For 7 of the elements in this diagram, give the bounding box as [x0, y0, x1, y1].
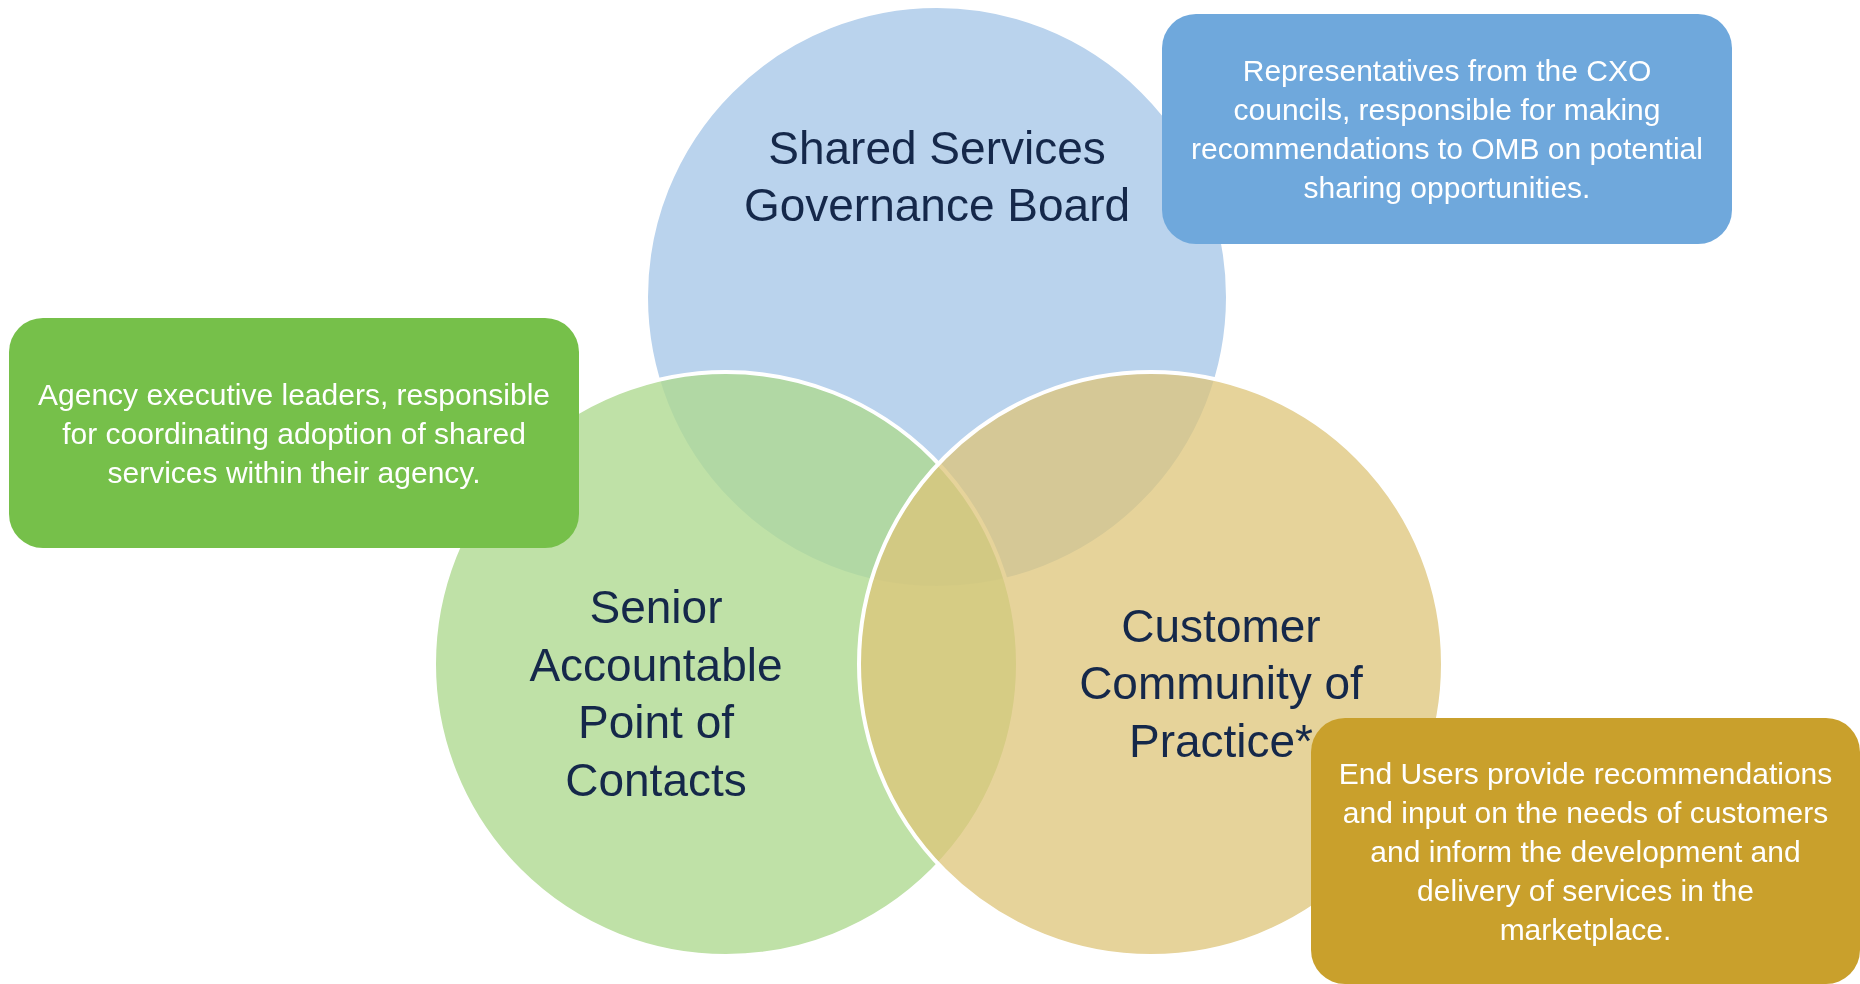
callout-box: [1162, 14, 1732, 244]
callout-text: Agency executive leaders, responsible for coordinating adoption of shared services within their agency.: [37, 376, 551, 491]
callout-box: [1311, 718, 1860, 984]
circle-label: Senior Accountable Point of Contacts: [528, 580, 784, 808]
callout-text: Representatives from the CXO councils, responsible for making recommendations to OMB on potential sharing opportunities.: [1190, 53, 1704, 206]
circle-label: Shared Services Governance Board: [742, 120, 1132, 233]
callout-box: [9, 318, 579, 548]
